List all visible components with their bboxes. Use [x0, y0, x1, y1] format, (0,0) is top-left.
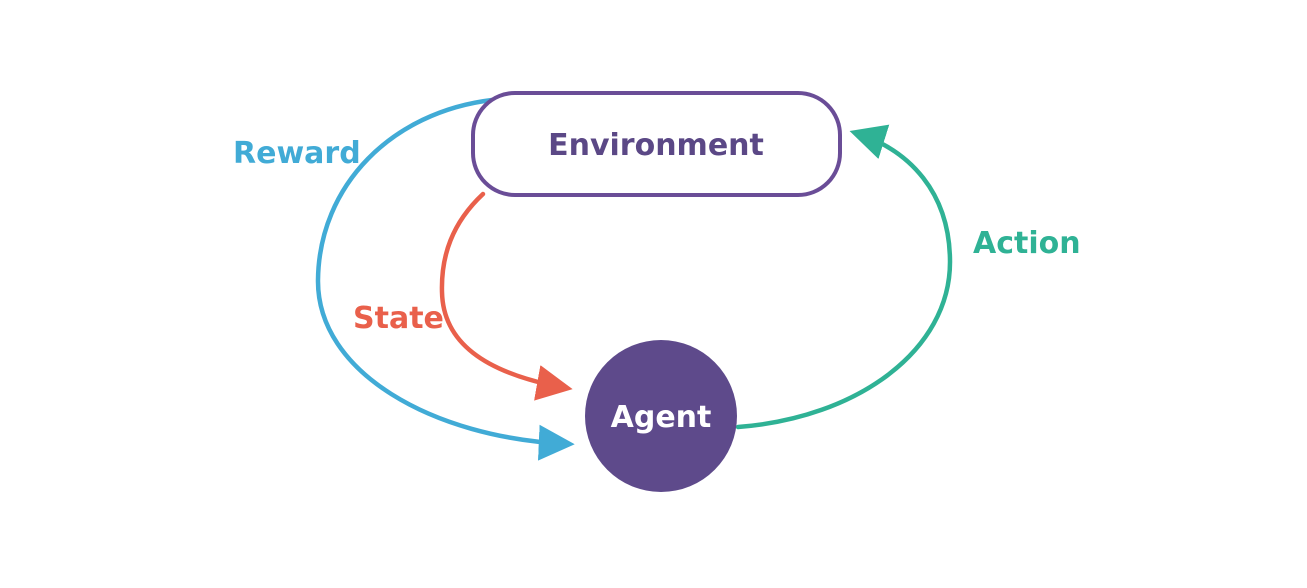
environment-node [471, 91, 842, 197]
state-edge-label: State [353, 301, 444, 336]
agent-node [585, 340, 737, 492]
action-edge-label: Action [973, 226, 1081, 261]
state-edge [439, 191, 573, 401]
reward-edge [315, 97, 575, 461]
reward-edge-label: Reward [233, 136, 361, 171]
environment-label: Environment [548, 128, 764, 163]
agent-label: Agent [611, 400, 712, 435]
action-edge [735, 124, 953, 430]
